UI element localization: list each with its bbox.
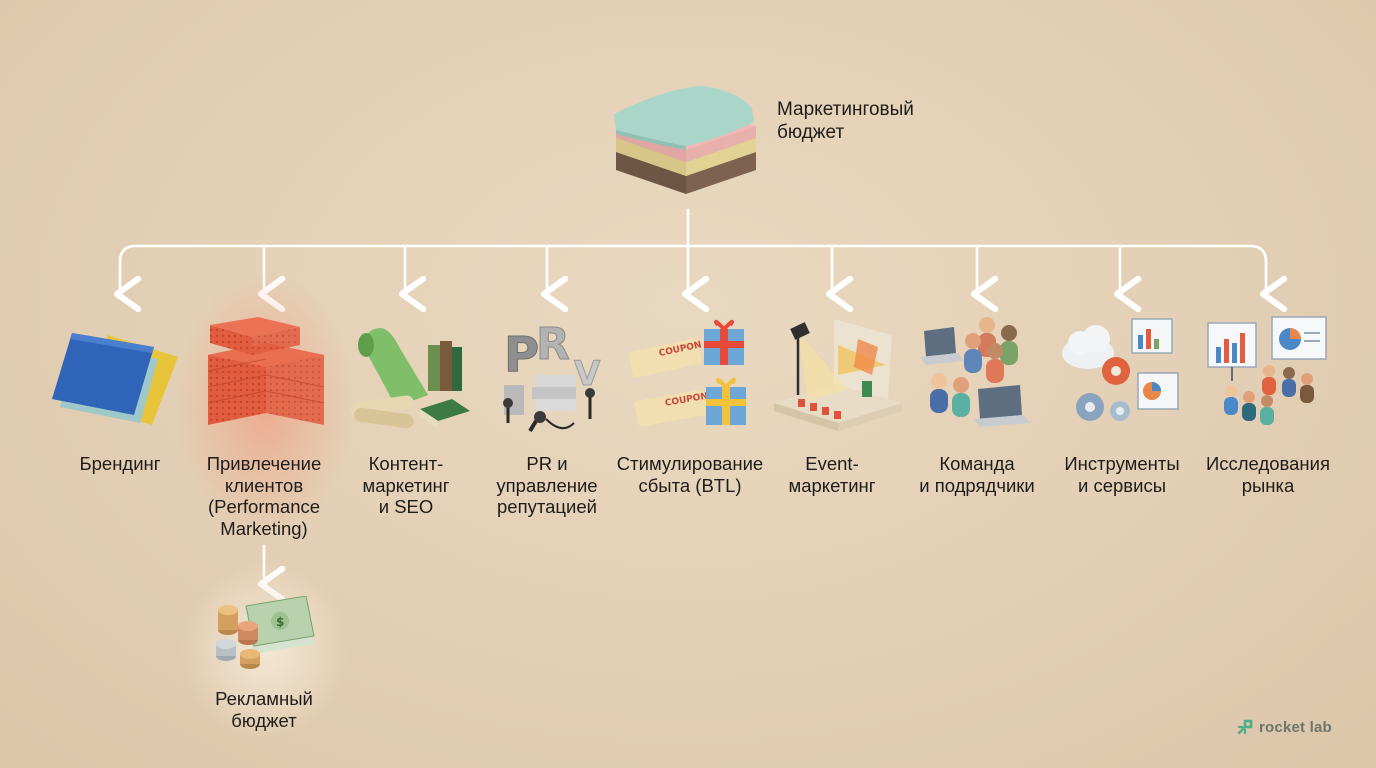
child-label-btl: Стимулирование сбыта (BTL): [616, 453, 764, 496]
root-label: Маркетинговый бюджет: [777, 99, 914, 143]
pr-letters-microphone-icon: P R V: [503, 319, 602, 433]
cloud-gears-icon: [1062, 318, 1179, 421]
team-laptops-icon: [920, 317, 1030, 427]
coupons-gifts-icon: COUPON COUPON: [628, 319, 746, 427]
child-label-content: Контент- маркетинг и SEO: [362, 453, 450, 517]
sub-item-label: Рекламный бюджет: [215, 688, 313, 731]
child-label-team: Команда и подрядчики: [919, 453, 1035, 496]
rocket-lab-logo-icon: [1237, 719, 1253, 735]
folders-icon: [52, 333, 178, 425]
svg-text:R: R: [536, 319, 570, 370]
brick-stack-icon: [207, 317, 325, 425]
svg-text:P: P: [504, 327, 539, 383]
presentation-audience-icon: [1207, 316, 1327, 425]
books-scroll-icon: [350, 327, 470, 429]
child-label-research: Исследования рынка: [1205, 453, 1331, 496]
child-label-branding: Брендинг: [79, 453, 161, 474]
brand-text: rocket lab: [1259, 718, 1332, 736]
paper-stack-icon: [614, 86, 756, 194]
child-label-pr: PR и управление репутацией: [496, 453, 598, 517]
svg-text:V: V: [574, 354, 601, 394]
svg-text:$: $: [276, 615, 284, 629]
child-label-event: Event- маркетинг: [788, 453, 876, 496]
child-label-tools: Инструменты и сервисы: [1064, 453, 1180, 496]
brand-logo: rocket lab: [1236, 718, 1332, 736]
money-coins-icon: $: [216, 596, 315, 669]
event-stage-icon: [774, 319, 902, 431]
child-label-performance: Привлечение клиентов (Performance Market…: [206, 453, 322, 539]
